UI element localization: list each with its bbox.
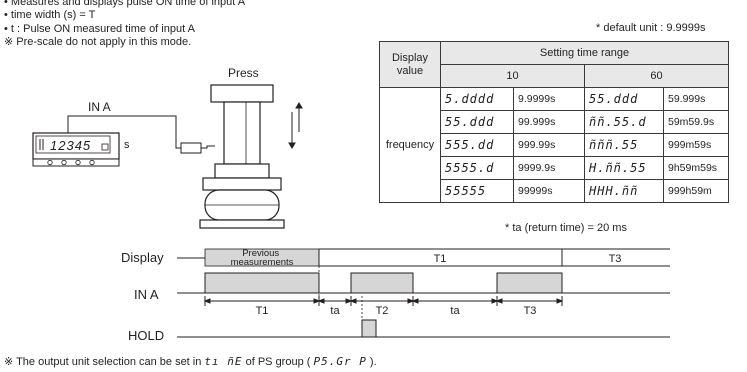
value-10-cell: 9999.9s — [513, 156, 585, 180]
input-a-label: IN A — [88, 100, 111, 114]
press-icon — [199, 84, 285, 229]
dim-t2-label: T2 — [376, 305, 389, 317]
timing-display-label: Display — [121, 250, 164, 265]
note-line: ※ Pre-scale do not apply in this mode. — [4, 36, 192, 49]
display-segment-t1: T1 — [434, 253, 447, 265]
note-line: • time width (s) = T — [4, 9, 96, 22]
return-time-note: * ta (return time) = 20 ms — [505, 222, 627, 234]
lcd-10-cell: 55555 — [440, 179, 514, 203]
setting-range-header: Setting time range — [440, 41, 729, 65]
table-row: 555.dd 999.99s ñññ.55 999m59s — [380, 133, 729, 157]
lcd-10-cell: 55.ddd — [440, 110, 514, 134]
footer-note: ※ The output unit selection can be set i… — [4, 355, 377, 368]
notes-block: • Measures and displays pulse ON time of… — [4, 0, 245, 50]
hold-waveform — [177, 319, 670, 338]
value-10-cell: 9.9999s — [513, 87, 585, 111]
table-row: 55.ddd 99.999s ññ.55.d 59m59.9s — [380, 110, 729, 134]
note-line: • Measures and displays pulse ON time of… — [4, 0, 246, 8]
lcd-10-cell: 5555.d — [440, 156, 514, 180]
column-10-header: 10 — [440, 64, 585, 88]
ina-waveform — [177, 272, 670, 294]
lcd-10-cell: 5.dddd — [440, 87, 514, 111]
footer-text: of PS group ( — [242, 356, 314, 368]
display-segment-t3: T3 — [609, 253, 622, 265]
lcd-60-cell: 55.ddd — [584, 87, 664, 111]
counter-device: 12345 — [32, 132, 120, 167]
table-row: frequency 5.dddd 9.9999s 55.ddd 59.999s — [379, 87, 729, 203]
value-60-cell: 59m59.9s — [663, 110, 729, 134]
lcd-10-cell: 555.dd — [440, 133, 514, 157]
ps-group-code: P5.Gr P — [313, 355, 367, 368]
sensor-icon — [180, 142, 215, 154]
setting-time-range-table: Display value Setting time range 10 60 f… — [379, 41, 729, 203]
value-60-cell: 999m59s — [663, 133, 729, 157]
value-10-cell: 99999s — [513, 179, 585, 203]
value-60-cell: 999h59m — [663, 179, 729, 203]
counter-display-value: 12345 — [50, 138, 91, 153]
value-10-cell: 99.999s — [513, 110, 585, 134]
note-line: • t : Pulse ON measured time of input A — [4, 22, 195, 35]
table-row: 55555 99999s HHH.ññ 999h59m — [380, 179, 729, 203]
counter-unit-label: s — [124, 139, 130, 151]
dim-t3-label: T3 — [524, 305, 537, 317]
press-label: Press — [228, 66, 259, 80]
input-wire — [67, 115, 181, 149]
column-60-header: 60 — [584, 64, 729, 88]
lcd-60-cell: ññ.55.d — [584, 110, 664, 134]
up-down-arrow-icon — [288, 102, 303, 149]
value-60-cell: 59.999s — [663, 87, 729, 111]
lcd-60-cell: HHH.ññ — [584, 179, 664, 203]
timing-dimension-row — [203, 296, 564, 306]
footer-text: ). — [366, 356, 377, 368]
value-60-cell: 9h59m59s — [663, 156, 729, 180]
dim-ta2-label: ta — [450, 305, 460, 317]
display-value-header: Display value — [379, 41, 441, 88]
timing-ina-label: IN A — [134, 287, 159, 302]
display-timeline — [177, 248, 670, 267]
footer-text: ※ The output unit selection can be set i… — [4, 356, 205, 368]
timing-hold-label: HOLD — [128, 328, 164, 343]
time-parameter-code: tı ñE — [204, 355, 243, 368]
default-unit-note: * default unit : 9.9999s — [596, 22, 706, 34]
dim-ta1-label: ta — [330, 305, 340, 317]
frequency-row-label: frequency — [379, 87, 441, 203]
lcd-60-cell: H.ññ.55 — [584, 156, 664, 180]
lcd-60-cell: ñññ.55 — [584, 133, 664, 157]
dim-t1-label: T1 — [256, 305, 269, 317]
previous-measurements-label: Previous measurements — [231, 248, 294, 268]
table-row: 5555.d 9999.9s H.ññ.55 9h59m59s — [380, 156, 729, 180]
value-10-cell: 999.99s — [513, 133, 585, 157]
